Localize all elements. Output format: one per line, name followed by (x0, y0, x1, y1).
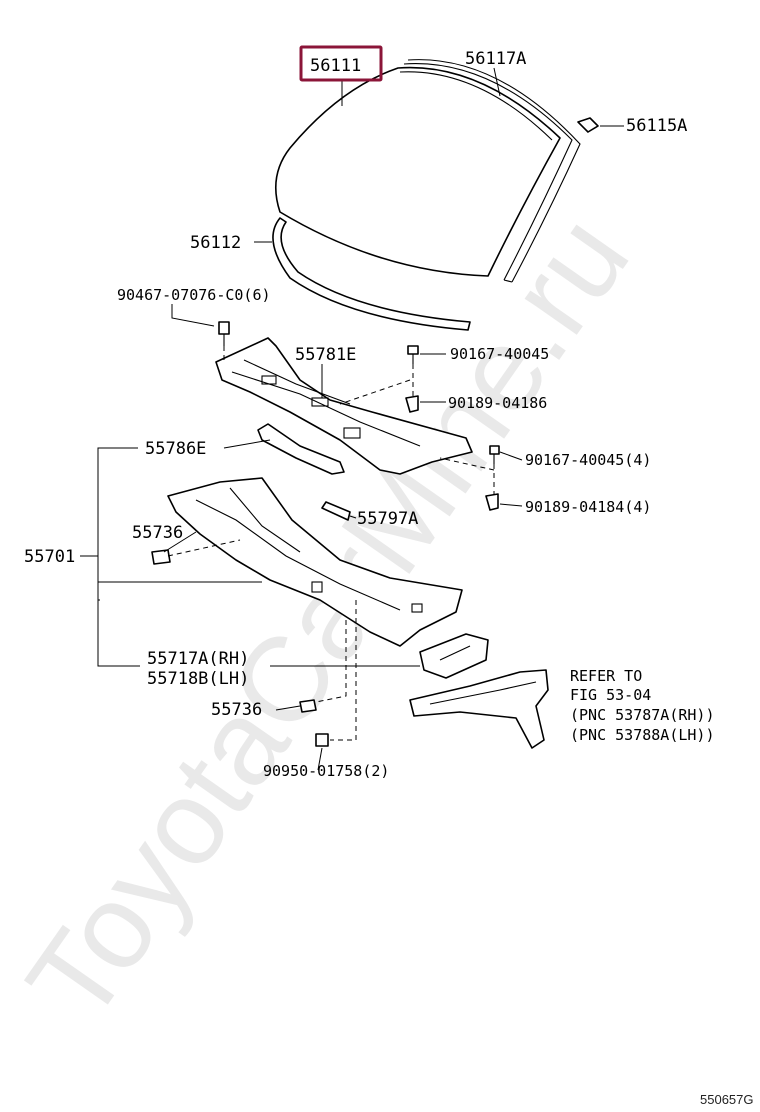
label-55736-lower[interactable]: 55736 (211, 700, 262, 720)
dashed-guides (167, 346, 495, 741)
windshield-moulding[interactable] (403, 59, 581, 283)
label-56115a[interactable]: 56115A (626, 116, 687, 136)
label-55717a[interactable]: 55717A(RH) (147, 649, 249, 669)
pad-55736-lower[interactable] (299, 699, 317, 713)
label-56117a[interactable]: 56117A (465, 49, 526, 69)
label-90167-lower[interactable]: 90167-40045(4) (525, 451, 651, 469)
windshield-dam[interactable] (272, 217, 471, 331)
label-90950[interactable]: 90950-01758(2) (263, 762, 389, 780)
cowl-panel-55701[interactable] (167, 477, 463, 647)
clip-90189-upper[interactable] (405, 395, 419, 413)
reference-line-1: REFER TO (570, 667, 642, 685)
label-56112[interactable]: 56112 (190, 233, 241, 253)
grommet-90950[interactable] (315, 733, 329, 747)
reference-line-4: (PNC 53788A(LH)) (570, 726, 715, 744)
reference-fig-link[interactable]: FIG 53-04 (570, 686, 651, 704)
label-56111[interactable]: 56111 (310, 56, 361, 76)
bolt-90467[interactable] (218, 321, 230, 346)
label-55786e[interactable]: 55786E (145, 439, 206, 459)
label-90167-upper[interactable]: 90167-40045 (450, 345, 549, 363)
apron-member-reference[interactable] (409, 669, 549, 749)
label-55797a[interactable]: 55797A (357, 509, 418, 529)
selected-part-highlight (299, 45, 383, 82)
screw-90167-upper[interactable] (407, 345, 419, 364)
bracket-55717a-55718b[interactable] (419, 633, 489, 679)
label-90467[interactable]: 90467-07076-C0(6) (117, 286, 271, 304)
screw-90167-lower[interactable] (489, 445, 500, 464)
label-55736-upper[interactable]: 55736 (132, 523, 183, 543)
windshield-glass[interactable] (274, 66, 561, 277)
watermark: ToyotaCarMine.ru (2, 192, 655, 1045)
leader-lines (80, 67, 624, 771)
clip-90189-lower[interactable] (485, 493, 499, 511)
label-55781e[interactable]: 55781E (295, 345, 356, 365)
diagram-id: 550657G (700, 1092, 754, 1107)
cowl-top-panel[interactable] (215, 337, 473, 475)
label-90189-lower[interactable]: 90189-04184(4) (525, 498, 651, 516)
reference-line-3: (PNC 53787A(RH)) (570, 706, 715, 724)
clip-56115a[interactable] (577, 117, 599, 133)
label-55718b[interactable]: 55718B(LH) (147, 669, 249, 689)
seal-55797a[interactable] (321, 501, 351, 521)
cowl-seal-55786e[interactable] (257, 423, 345, 475)
pad-55736-upper[interactable] (151, 549, 171, 565)
label-55701[interactable]: 55701 (24, 547, 75, 567)
label-90189-upper[interactable]: 90189-04186 (448, 394, 547, 412)
